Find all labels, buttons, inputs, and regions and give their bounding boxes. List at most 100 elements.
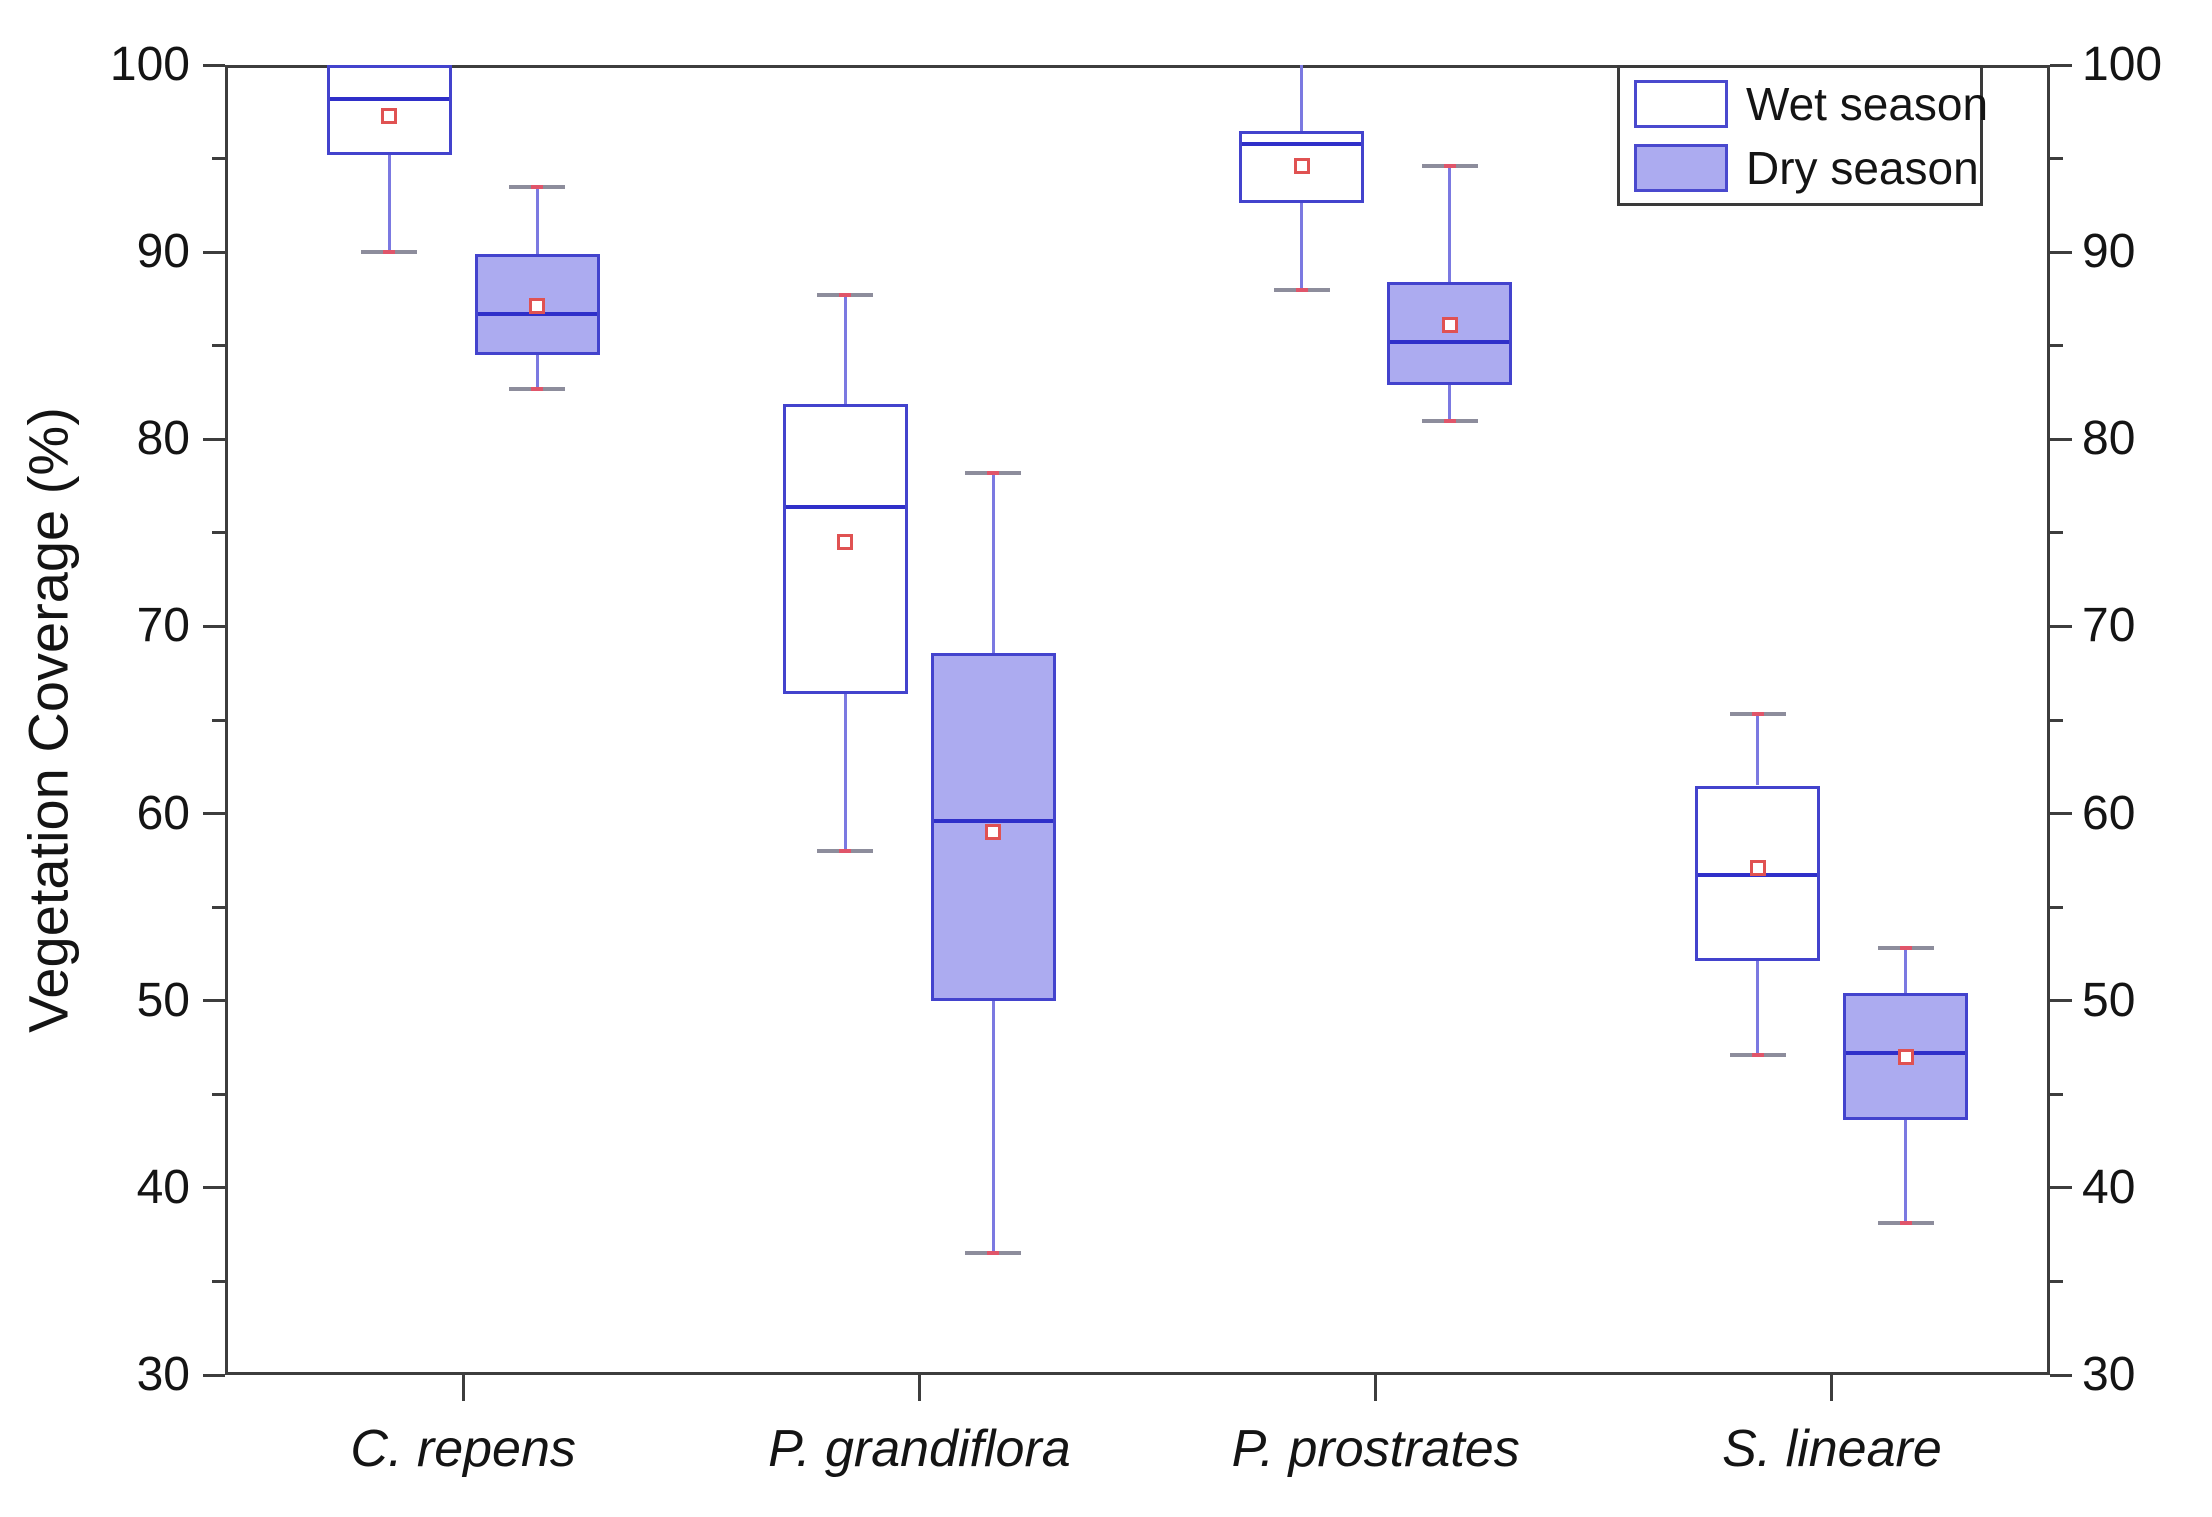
whisker-line-lower-dry: [1904, 1120, 1908, 1224]
whisker-line-lower-wet: [1300, 203, 1304, 290]
whisker-line-lower-wet: [843, 693, 847, 851]
whisker-line-upper-dry: [535, 186, 539, 254]
y-axis-tick: [203, 1186, 225, 1190]
x-category-label: P. grandiflora: [768, 1420, 1071, 1478]
y-tick-label: 90: [136, 225, 190, 279]
whisker-cap-mark-lower-dry: [1443, 418, 1456, 423]
whisker-cap-mark-upper-wet: [1751, 712, 1764, 717]
y-axis-tick-right: [2050, 624, 2072, 628]
y-axis-tick: [203, 812, 225, 816]
whisker-cap-mark-lower-dry: [531, 386, 544, 391]
whisker-line-lower-dry: [991, 1000, 995, 1254]
y-axis-tick-right: [2050, 157, 2063, 161]
y-axis-tick: [212, 1279, 225, 1283]
y-axis-tick: [203, 999, 225, 1003]
y-tick-label: 70: [136, 599, 190, 653]
x-category-label: C. repens: [350, 1420, 576, 1478]
plot-frame: [225, 65, 2050, 1375]
y-tick-label: 100: [109, 38, 190, 91]
legend-entry-wet-season: Wet season: [1620, 73, 1988, 137]
mean-marker-wet: [837, 534, 854, 551]
y-tick-label-right: 50: [2082, 973, 2136, 1027]
whisker-cap-mark-lower-wet: [1751, 1052, 1764, 1057]
box-dry-3: [1387, 282, 1513, 385]
y-axis-tick: [212, 157, 225, 161]
whisker-line-lower-wet: [1756, 961, 1760, 1055]
y-axis-tick: [203, 624, 225, 628]
y-axis-tick-right: [2050, 1373, 2072, 1377]
x-category-label: P. prostrates: [1231, 1420, 1520, 1478]
x-axis-tick: [1830, 1375, 1834, 1401]
mean-marker-wet: [1293, 158, 1310, 175]
y-axis-tick: [203, 437, 225, 441]
median-line-dry: [1390, 339, 1510, 344]
y-tick-label: 80: [136, 412, 190, 466]
whisker-cap-mark-upper-dry: [1443, 164, 1456, 169]
legend-swatch-wet-season: [1634, 80, 1728, 128]
legend-swatch-dry-season: [1634, 144, 1728, 192]
y-tick-label-right: 60: [2082, 786, 2136, 840]
median-line-wet: [329, 96, 449, 101]
mean-marker-wet: [1749, 859, 1766, 876]
y-axis-tick: [212, 905, 225, 909]
y-axis-tick: [212, 531, 225, 535]
y-tick-label: 40: [136, 1160, 190, 1214]
y-axis-tick-right: [2050, 812, 2072, 816]
y-axis-tick-right: [2050, 1186, 2072, 1190]
whisker-line-lower-dry: [535, 355, 539, 389]
y-axis-tick-right: [2050, 999, 2072, 1003]
y-tick-label-right: 100: [2082, 38, 2163, 91]
y-axis-tick-right: [2050, 344, 2063, 348]
whisker-cap-mark-upper-wet: [839, 293, 852, 298]
y-tick-label-right: 90: [2082, 225, 2136, 279]
y-axis-tick-right: [2050, 1092, 2063, 1096]
y-axis-tick-right: [2050, 905, 2063, 909]
y-tick-label-right: 40: [2082, 1160, 2136, 1214]
mean-marker-dry: [529, 298, 546, 315]
y-axis-tick: [212, 1092, 225, 1096]
y-axis-tick: [212, 344, 225, 348]
y-axis-tick-right: [2050, 1279, 2063, 1283]
median-line-wet: [1242, 141, 1362, 146]
whisker-cap-mark-lower-wet: [839, 849, 852, 853]
whisker-line-lower-dry: [1448, 385, 1452, 421]
whisker-cap-mark-upper-dry: [1899, 946, 1912, 951]
mean-marker-dry: [1897, 1048, 1914, 1065]
y-axis-tick: [203, 250, 225, 254]
median-line-dry: [933, 819, 1053, 824]
whisker-line-upper-wet: [1300, 65, 1304, 131]
legend-label: Dry season: [1746, 142, 1979, 194]
x-axis-tick: [1374, 1375, 1378, 1401]
y-axis-tick-right: [2050, 437, 2072, 441]
whisker-cap-mark-lower-dry: [987, 1251, 1000, 1256]
mean-marker-wet: [381, 107, 398, 124]
y-axis-tick: [212, 718, 225, 722]
y-axis-tick: [203, 63, 225, 67]
whisker-cap-mark-lower-wet: [1295, 287, 1308, 292]
y-axis-tick-right: [2050, 250, 2072, 254]
whisker-cap-mark-lower-dry: [1899, 1221, 1912, 1226]
y-axis-tick: [203, 1373, 225, 1377]
whisker-cap-mark-lower-wet: [383, 250, 396, 255]
x-axis-tick: [461, 1375, 465, 1401]
y-axis-tick-right: [2050, 63, 2072, 67]
legend-label: Wet season: [1746, 78, 1989, 130]
y-axis-title: Vegetation Coverage (%): [16, 407, 80, 1033]
whisker-line-upper-dry: [1448, 166, 1452, 283]
y-tick-label-right: 30: [2082, 1348, 2136, 1401]
legend-entry-dry-season: Dry season: [1620, 137, 1980, 201]
x-category-label: S. lineare: [1722, 1420, 1942, 1478]
y-tick-label-right: 80: [2082, 412, 2136, 466]
y-tick-label-right: 70: [2082, 599, 2136, 653]
mean-marker-dry: [985, 824, 1002, 841]
whisker-cap-mark-upper-dry: [987, 470, 1000, 475]
whisker-cap-mark-upper-dry: [531, 184, 544, 189]
whisker-line-upper-dry: [1904, 948, 1908, 994]
y-tick-label: 30: [136, 1348, 190, 1401]
whisker-line-lower-wet: [387, 154, 391, 253]
y-tick-label: 50: [136, 973, 190, 1027]
box-dry-4: [1843, 993, 1969, 1121]
y-tick-label: 60: [136, 786, 190, 840]
